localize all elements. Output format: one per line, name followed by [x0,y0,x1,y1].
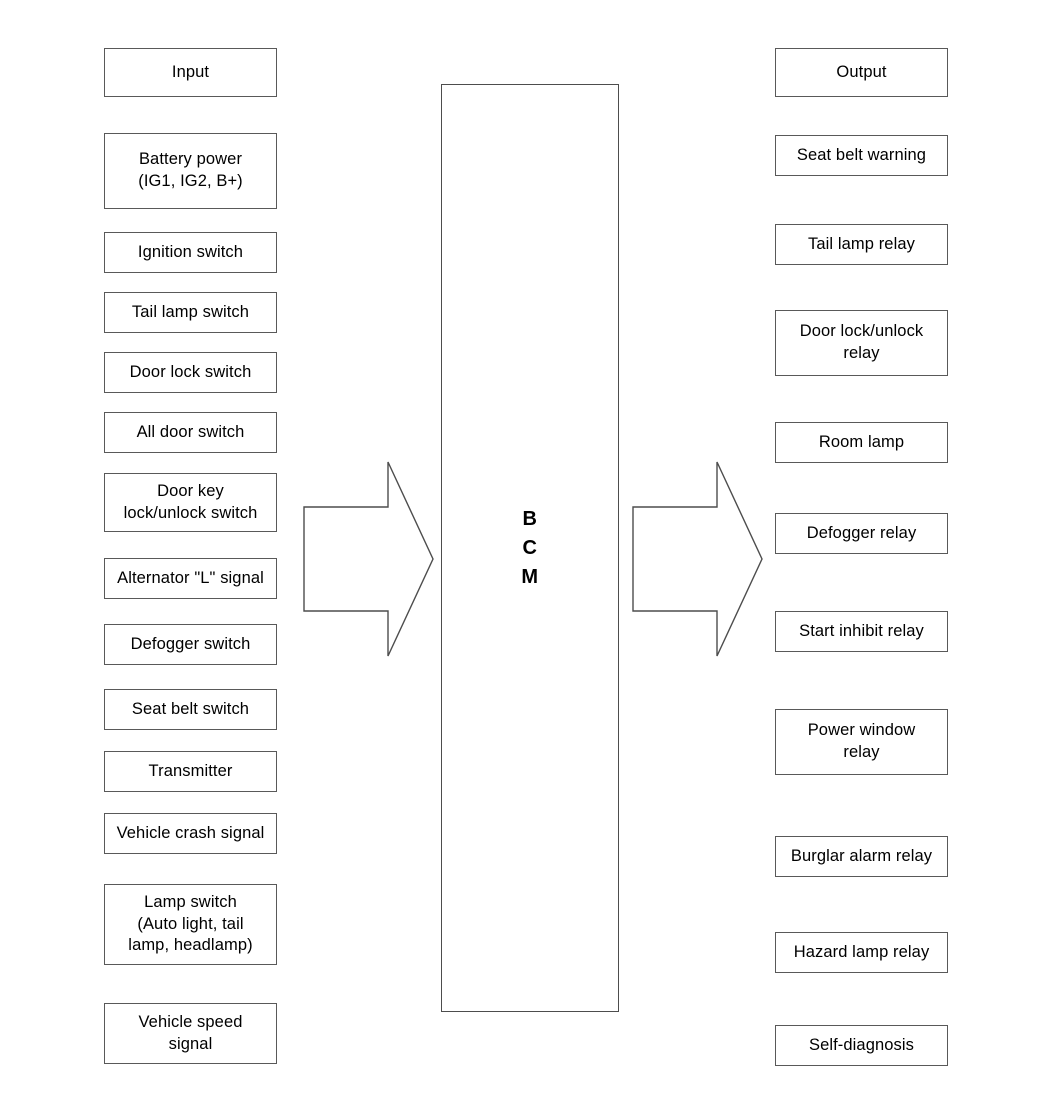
bcm-label: B C M [521,507,539,588]
input-signal-item: Door key lock/unlock switch [104,473,277,532]
output-signal-item: Tail lamp relay [775,224,948,265]
output-signal-item: Room lamp [775,422,948,463]
input-column-header: Input [104,48,277,97]
input-signal-item: Vehicle crash signal [104,813,277,854]
input-signal-item: Lamp switch (Auto light, tail lamp, head… [104,884,277,965]
bcm-module-box: B C M [441,84,619,1012]
output-signal-item: Burglar alarm relay [775,836,948,877]
output-signal-item: Hazard lamp relay [775,932,948,973]
input-signal-item: Seat belt switch [104,689,277,730]
output-column-header: Output [775,48,948,97]
output-signal-item: Power window relay [775,709,948,775]
output-signal-item: Start inhibit relay [775,611,948,652]
output-arrow [632,461,763,657]
output-signal-item: Door lock/unlock relay [775,310,948,376]
output-signal-item: Self-diagnosis [775,1025,948,1066]
input-signal-item: All door switch [104,412,277,453]
input-signal-item: Ignition switch [104,232,277,273]
input-signal-item: Tail lamp switch [104,292,277,333]
input-arrow [303,461,434,657]
input-signal-item: Transmitter [104,751,277,792]
input-signal-item: Defogger switch [104,624,277,665]
input-signal-item: Vehicle speed signal [104,1003,277,1064]
output-signal-item: Defogger relay [775,513,948,554]
input-signal-item: Battery power (IG1, IG2, B+) [104,133,277,209]
output-signal-item: Seat belt warning [775,135,948,176]
input-signal-item: Door lock switch [104,352,277,393]
input-signal-item: Alternator "L" signal [104,558,277,599]
